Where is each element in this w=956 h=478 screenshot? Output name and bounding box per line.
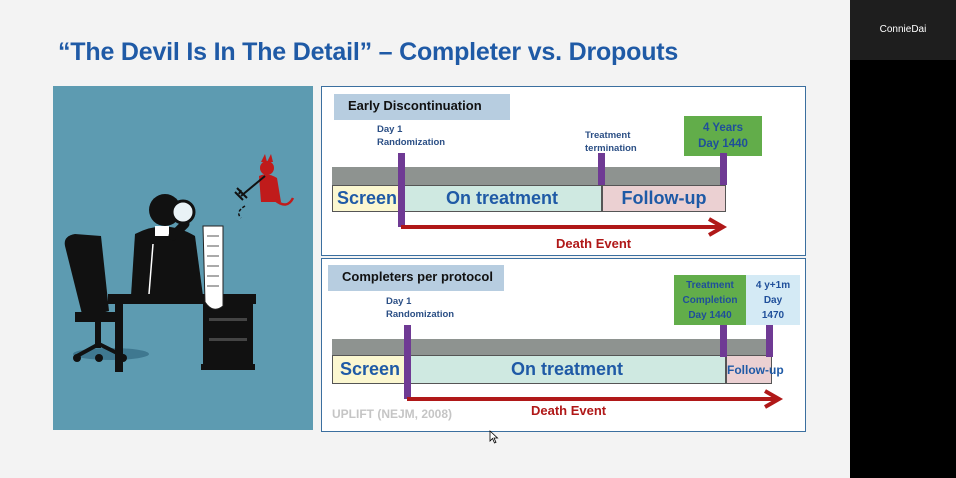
- label-line: Day 1: [386, 296, 412, 307]
- devil-icon: [234, 154, 295, 219]
- source-label: UPLIFT (NEJM, 2008): [332, 407, 453, 421]
- followup-segment: Follow-up: [726, 355, 784, 384]
- screen-segment: Screen: [332, 355, 408, 384]
- termination-marker: [598, 153, 605, 185]
- milestone-line: Treatment: [686, 279, 734, 291]
- participant-name: ConnieDai: [879, 24, 927, 35]
- end-box: 4 y+1m Day 1470: [746, 275, 800, 325]
- randomization-marker: [404, 325, 411, 399]
- end-marker: [720, 153, 727, 185]
- end-marker: [766, 325, 773, 357]
- randomization-label: Day 1 Randomization: [377, 123, 445, 149]
- termination-label: Treatment termination: [585, 129, 637, 155]
- label-line: Randomization: [386, 309, 455, 320]
- participant-tile[interactable]: ConnieDai: [850, 0, 956, 60]
- milestone-line: 4 y+1m: [755, 279, 791, 291]
- slide-title: “The Devil Is In The Detail” – Completer…: [58, 38, 679, 66]
- milestone-line: 4 Years: [702, 122, 744, 134]
- person-magnifier-illustration: [64, 194, 256, 372]
- panel-header: Completers per protocol: [328, 265, 504, 291]
- presentation-slide: “The Devil Is In The Detail” – Completer…: [0, 0, 850, 478]
- followup-segment: Follow-up: [602, 185, 726, 212]
- treatment-segment: On treatment: [402, 185, 602, 212]
- label-line: termination: [585, 143, 637, 154]
- label-line: Randomization: [377, 137, 446, 148]
- pointer-cursor-icon: [489, 430, 499, 444]
- illustration-panel: [53, 86, 313, 430]
- completion-box: Treatment Completion Day 1440: [674, 275, 746, 325]
- death-event-label: Death Event: [531, 403, 607, 418]
- milestone-box: 4 Years Day 1440: [684, 116, 762, 156]
- participant-sidebar: ConnieDai: [850, 0, 956, 478]
- randomization-label: Day 1 Randomization: [386, 295, 454, 321]
- randomization-marker: [398, 153, 405, 227]
- completers-panel: Completers per protocol Day 1 Randomizat…: [321, 258, 806, 432]
- screen-segment: Screen: [332, 185, 402, 212]
- label-line: Treatment: [585, 130, 631, 141]
- timeline-bar: [332, 167, 726, 185]
- milestone-line: Day 1440: [698, 138, 748, 150]
- death-arrow: [407, 389, 784, 409]
- death-arrow: [401, 217, 728, 237]
- early-discontinuation-panel: Early Discontinuation Day 1 Randomizatio…: [321, 86, 806, 256]
- milestone-line: Day: [763, 294, 783, 306]
- milestone-line: 1470: [761, 309, 785, 321]
- label-line: Day 1: [377, 124, 403, 135]
- treatment-segment: On treatment: [408, 355, 726, 384]
- milestone-line: Day 1440: [688, 309, 732, 321]
- milestone-line: Completion: [682, 294, 738, 306]
- panel-header: Early Discontinuation: [334, 94, 510, 120]
- death-event-label: Death Event: [556, 236, 632, 251]
- timeline-bar: [332, 339, 772, 355]
- completion-marker: [720, 325, 727, 357]
